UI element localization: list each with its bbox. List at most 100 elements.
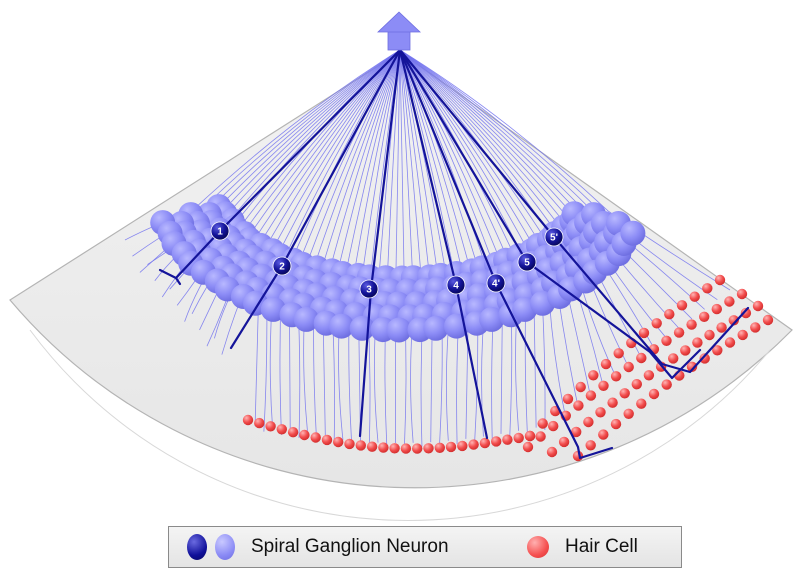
nerve-fiber bbox=[399, 49, 718, 301]
neuron-marker bbox=[210, 221, 230, 241]
hair-cell bbox=[750, 322, 761, 333]
ganglion-cell-bodies bbox=[150, 194, 646, 343]
hair-cell bbox=[423, 443, 434, 454]
hair-cell bbox=[254, 417, 265, 429]
hair-cell bbox=[752, 300, 764, 312]
hair-cell bbox=[736, 288, 748, 300]
hair-cell-swatch-icon bbox=[527, 536, 549, 558]
nerve-fiber bbox=[221, 49, 401, 355]
neuron-marker bbox=[517, 252, 537, 272]
hair-cell bbox=[686, 319, 697, 330]
nerve-fiber bbox=[399, 49, 705, 310]
hair-cell bbox=[434, 442, 445, 453]
hair-cell bbox=[699, 311, 710, 322]
hair-cell bbox=[562, 393, 574, 405]
hair-cell bbox=[344, 438, 355, 450]
ganglion-cell-body bbox=[329, 313, 354, 339]
ganglion-cell-body bbox=[423, 315, 449, 341]
hair-cell bbox=[583, 416, 594, 428]
neuron-marker bbox=[486, 273, 506, 293]
nerve-fiber bbox=[214, 49, 401, 339]
hair-cell bbox=[737, 329, 748, 341]
hair-cell bbox=[585, 440, 596, 451]
hair-cell bbox=[535, 431, 546, 442]
hair-cell bbox=[575, 381, 586, 393]
hair-cell bbox=[502, 434, 513, 445]
nerve-fiber bbox=[199, 49, 401, 331]
hair-cell bbox=[724, 337, 736, 348]
hair-cell bbox=[714, 274, 726, 286]
hair-cell bbox=[242, 414, 254, 426]
neuron-1-branch bbox=[158, 268, 178, 280]
neuron-marker bbox=[359, 279, 379, 299]
hair-cell bbox=[607, 397, 618, 408]
hair-cell bbox=[537, 418, 548, 429]
hair-cell bbox=[631, 379, 642, 390]
hair-cell bbox=[412, 443, 423, 454]
hair-cell bbox=[686, 361, 698, 372]
nerve-fiber bbox=[399, 49, 731, 291]
hair-cell bbox=[558, 436, 570, 448]
hair-cell bbox=[651, 318, 662, 329]
neuron-marker-label: 5 bbox=[524, 258, 530, 269]
hair-cell bbox=[676, 300, 688, 311]
hair-cell bbox=[287, 427, 299, 438]
neuron-marker-label: 3 bbox=[366, 285, 372, 296]
hair-cell bbox=[400, 443, 412, 454]
hair-cell bbox=[598, 380, 609, 391]
hair-cell bbox=[636, 398, 647, 409]
hair-cell bbox=[702, 283, 713, 294]
legend-label-spiral-ganglion-neuron: Spiral Ganglion Neuron bbox=[251, 536, 449, 557]
neuron-marker bbox=[544, 227, 564, 247]
neuron-marker-label: 1 bbox=[217, 227, 223, 238]
ganglion-cell-body bbox=[479, 306, 505, 332]
hair-cell bbox=[610, 418, 622, 430]
hair-cell bbox=[265, 421, 276, 432]
hair-cell bbox=[598, 429, 609, 440]
neuron-5p-path bbox=[398, 48, 750, 374]
legend-item-hair-cell: Hair Cell bbox=[527, 527, 638, 567]
hair-cell bbox=[661, 379, 672, 390]
neuron-marker-label: 5' bbox=[550, 233, 558, 244]
hair-cells bbox=[242, 274, 774, 462]
legend: Spiral Ganglion Neuron Hair Cell bbox=[168, 526, 682, 568]
output-arrow-icon bbox=[377, 11, 421, 51]
hair-cell bbox=[636, 352, 647, 364]
hair-cell bbox=[692, 337, 703, 348]
hair-cell bbox=[445, 441, 457, 453]
hair-cell bbox=[548, 420, 559, 432]
hair-cell bbox=[740, 307, 752, 319]
neuron-marker bbox=[272, 256, 292, 276]
nerve-fiber bbox=[132, 49, 401, 257]
hair-cell bbox=[661, 335, 672, 346]
hair-cell bbox=[573, 400, 584, 411]
hair-cell bbox=[689, 291, 700, 302]
hair-cell bbox=[711, 303, 722, 315]
thin-nerve-fibers bbox=[124, 49, 731, 447]
hair-cell bbox=[668, 353, 679, 364]
hair-cell bbox=[588, 370, 599, 381]
hair-cell bbox=[479, 437, 491, 449]
hair-cell bbox=[513, 432, 524, 444]
hair-cell bbox=[716, 322, 727, 333]
hair-cell bbox=[546, 446, 558, 458]
hair-cell bbox=[699, 353, 710, 364]
hair-cell bbox=[378, 442, 389, 453]
hair-cell bbox=[310, 432, 321, 443]
hair-cell bbox=[623, 408, 634, 419]
hair-cell bbox=[712, 345, 723, 356]
neuron-marker-label: 4 bbox=[453, 281, 459, 292]
hair-cell bbox=[623, 361, 634, 373]
neuron-1-branch-b bbox=[174, 276, 182, 286]
hair-cell bbox=[491, 436, 502, 447]
hair-cell bbox=[673, 327, 685, 338]
hair-cell bbox=[321, 434, 333, 446]
legend-item-spiral-ganglion-neuron: Spiral Ganglion Neuron bbox=[187, 527, 449, 567]
neuron-4p-path bbox=[398, 48, 614, 460]
hair-cell bbox=[724, 296, 735, 307]
light-neuron-swatch-icon bbox=[215, 534, 235, 560]
inner-arc-line bbox=[29, 329, 771, 521]
hair-cell bbox=[648, 388, 660, 400]
